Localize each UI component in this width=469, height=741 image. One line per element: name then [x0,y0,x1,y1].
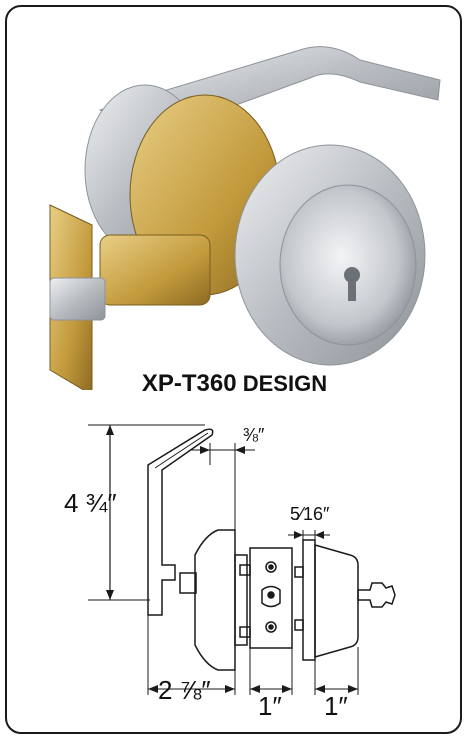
rose-depth-label: 2 ⅞″ [158,675,211,705]
latch-tube [99,234,211,306]
height-label: 4 ¾″ [64,488,117,518]
deadbolt-cylinder-profile [314,544,359,658]
gap-label: 5⁄16″ [290,504,330,524]
chassis-profile [234,554,248,646]
model-number: XP-T360 [141,370,237,397]
rose-profile [194,529,236,671]
latch-plate-profile [249,547,293,649]
key-profile [357,582,396,608]
design-word: DESIGN [242,371,328,396]
deadbolt-plate [302,539,316,661]
deadbolt-face [279,184,417,346]
lever-offset-label: ⅜″ [243,425,265,445]
dimension-drawing [88,424,396,695]
latch-width-label: 1″ [258,691,282,721]
design-title: XP-T360 DESIGN [0,370,469,398]
lockset-product-image [49,46,441,390]
lever-profile [147,428,214,616]
latch-bolt [49,277,106,321]
deadbolt-depth-label: 1″ [324,691,348,721]
